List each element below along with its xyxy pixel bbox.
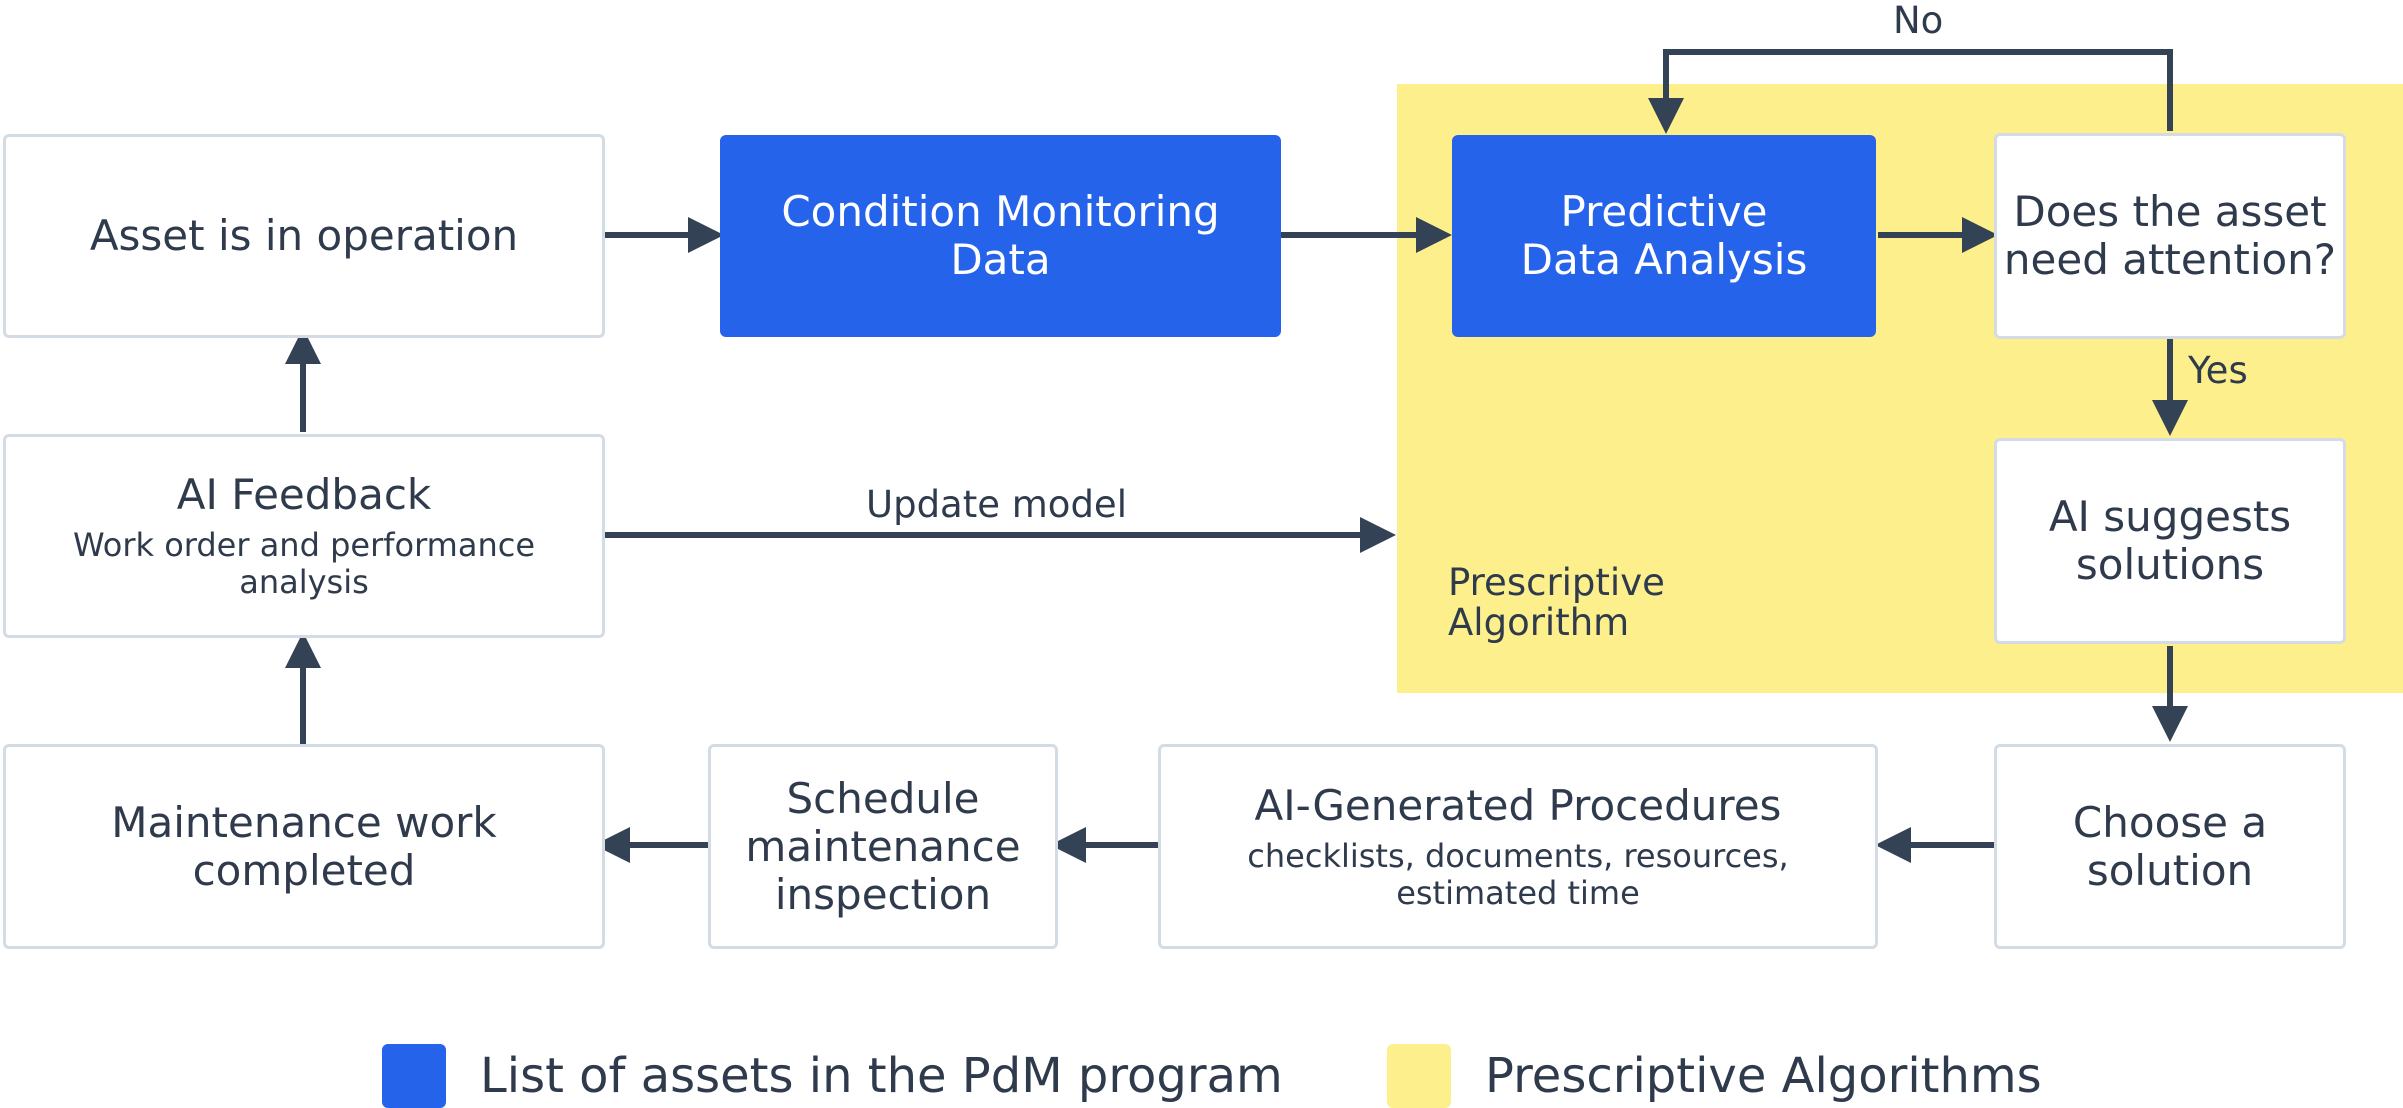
- node-asset-operation-title: Asset is in operation: [89, 211, 519, 260]
- node-condition-monitoring: Condition Monitoring Data: [720, 135, 1281, 337]
- legend-item-pdm-assets: List of assets in the PdM program: [382, 1044, 1283, 1108]
- edge-label-no: No: [1893, 0, 1944, 42]
- edge-label-update-model: Update model: [866, 483, 1127, 526]
- node-maintenance-completed: Maintenance work completed: [3, 744, 605, 949]
- node-maintenance-completed-title: Maintenance work completed: [111, 797, 497, 895]
- legend-swatch-blue: [382, 1044, 446, 1108]
- node-ai-feedback: AI Feedback Work order and performance a…: [3, 434, 605, 638]
- node-ai-suggests: AI suggests solutions: [1994, 438, 2346, 644]
- node-condition-monitoring-title: Condition Monitoring Data: [781, 187, 1220, 284]
- node-predictive-analysis: Predictive Data Analysis: [1452, 135, 1876, 337]
- legend-label-prescriptive: Prescriptive Algorithms: [1485, 1048, 2042, 1104]
- node-asset-operation: Asset is in operation: [3, 134, 605, 338]
- edge-label-yes: Yes: [2188, 349, 2248, 392]
- node-ai-procedures-subtitle: checklists, documents, resources, estima…: [1247, 836, 1789, 912]
- node-asset-attention-title: Does the asset need attention?: [2003, 187, 2337, 284]
- node-choose-solution: Choose a solution: [1994, 744, 2346, 949]
- node-choose-solution-title: Choose a solution: [2072, 797, 2268, 895]
- legend-label-pdm-assets: List of assets in the PdM program: [480, 1048, 1283, 1104]
- node-schedule-inspection: Schedule maintenance inspection: [708, 744, 1058, 949]
- prescriptive-algorithm-label: Prescriptive Algorithm: [1448, 561, 1665, 644]
- arrow-no-loop: [1648, 49, 2173, 134]
- legend-swatch-yellow: [1387, 1044, 1451, 1108]
- node-ai-feedback-subtitle: Work order and performance analysis: [72, 526, 535, 601]
- node-ai-suggests-title: AI suggests solutions: [2048, 492, 2292, 589]
- legend-item-prescriptive: Prescriptive Algorithms: [1387, 1044, 2042, 1108]
- node-predictive-analysis-title: Predictive Data Analysis: [1520, 187, 1808, 284]
- node-schedule-inspection-title: Schedule maintenance inspection: [745, 773, 1021, 919]
- node-ai-procedures-title: AI-Generated Procedures: [1254, 780, 1782, 830]
- node-ai-procedures: AI-Generated Procedures checklists, docu…: [1158, 744, 1878, 949]
- node-ai-feedback-title: AI Feedback: [176, 470, 432, 519]
- node-asset-attention: Does the asset need attention?: [1994, 133, 2346, 339]
